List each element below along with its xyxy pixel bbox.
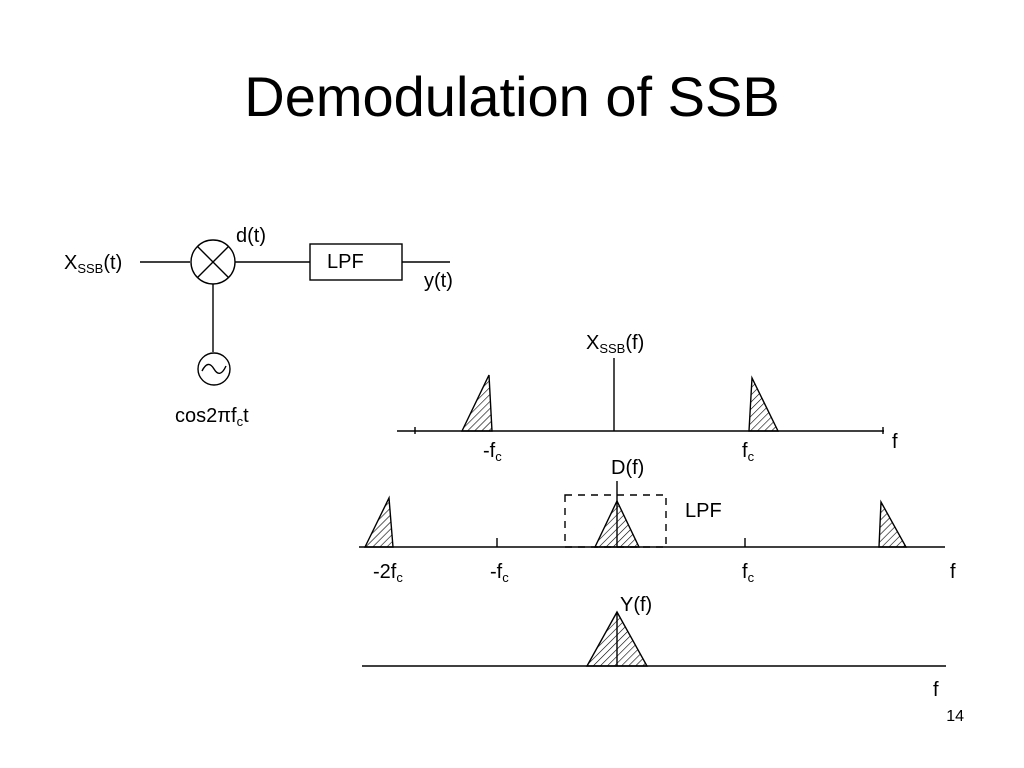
plot2-lpf-label: LPF [685,500,722,522]
slide-title: Demodulation of SSB [244,65,780,128]
mixer-output-label: d(t) [236,225,266,247]
block-diagram [140,239,450,386]
sine-wave-icon [201,363,227,374]
input-signal-label: XSSB(t) [64,252,123,276]
plot2-axis-label: f [950,561,956,583]
plot1-tick-neg-fc: -fc [483,440,502,464]
plot1-tick-pos-fc: fc [742,440,755,464]
oscillator-label: cos2πfct [175,405,249,429]
plot-xssb [397,358,884,434]
plot2-ylabel: D(f) [611,457,645,479]
plot1-axis-label: f [892,431,898,453]
output-signal-label: y(t) [424,270,453,292]
plot2-sideband-neg2fc [363,495,394,548]
lpf-passband [564,494,667,548]
plot1-pos-sideband [748,375,780,432]
plot2-tick-neg-fc: -fc [490,561,509,585]
plot-yf [362,610,946,667]
plot2-baseband [593,499,641,548]
plot2-sideband-2fc [878,499,908,548]
plot2-tick-neg-2fc: -2fc [373,561,403,585]
plot-df [359,481,945,548]
plot1-ylabel: XSSB(f) [586,332,645,356]
plot1-neg-sideband [460,374,493,432]
page-number: 14 [946,708,964,725]
plot3-axis-label: f [933,679,939,701]
plot3-ylabel: Y(f) [620,594,653,616]
mixer-cross-b [196,245,230,279]
lpf-label: LPF [327,251,364,273]
plot2-tick-pos-fc: fc [742,561,755,585]
